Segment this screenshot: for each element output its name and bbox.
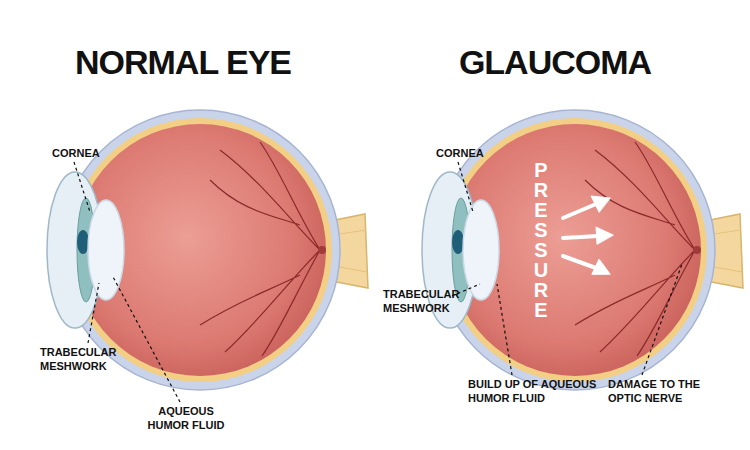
part-label: CORNEA <box>52 146 100 160</box>
part-label: CORNEA <box>436 146 484 160</box>
pressure-text: PRESSURE <box>531 160 551 320</box>
part-label: TRABECULAR MESHWORK <box>40 345 130 374</box>
part-label: AQUEOUS HUMOR FLUID <box>136 404 236 433</box>
part-label: TRABECULAR MESHWORK <box>383 287 473 316</box>
heading: NORMAL EYE <box>75 45 291 79</box>
part-label: BUILD UP OF AQUEOUS HUMOR FLUID <box>468 377 598 406</box>
heading: GLAUCOMA <box>459 45 651 79</box>
part-label: DAMAGE TO THE OPTIC NERVE <box>608 377 718 406</box>
